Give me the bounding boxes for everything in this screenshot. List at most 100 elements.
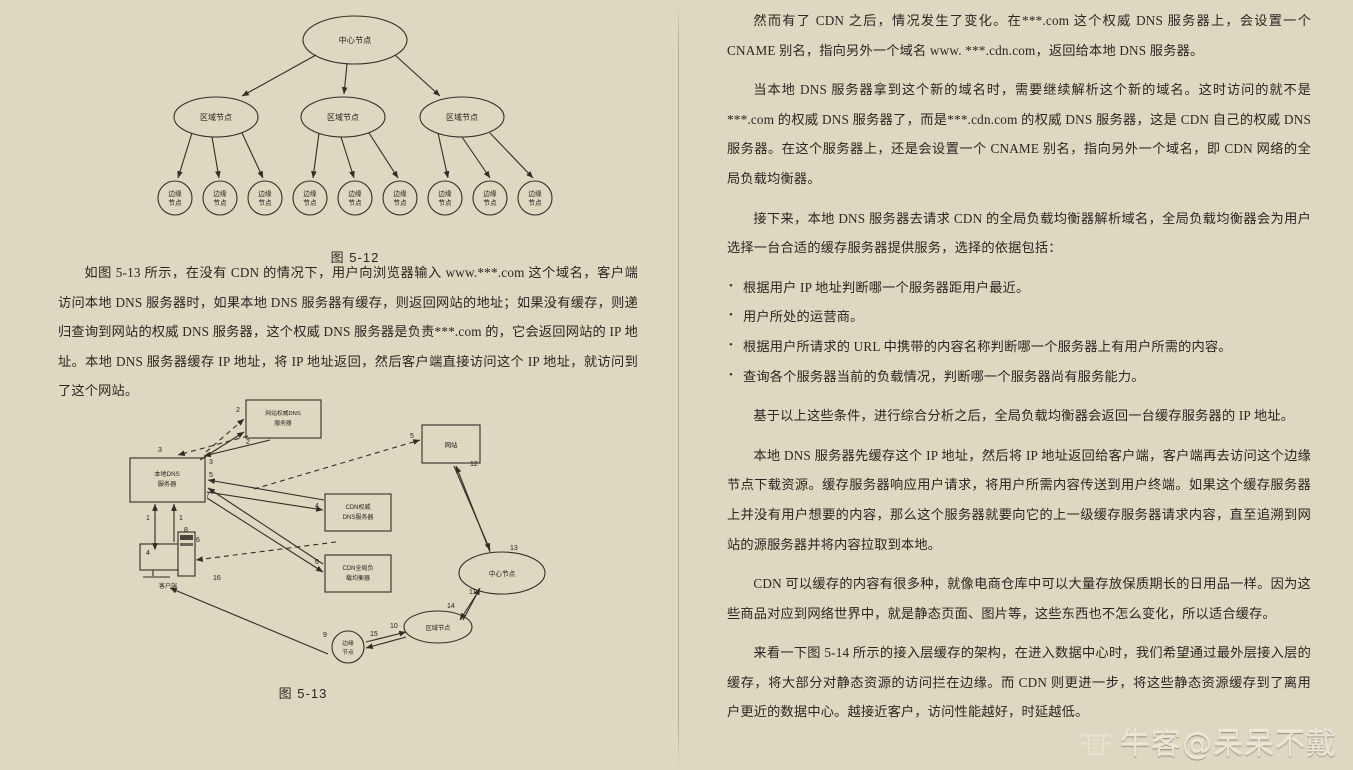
node-edge-13-label-2: 节点 [342,648,354,656]
svg-text:13: 13 [510,545,518,552]
svg-text:14: 14 [447,603,455,610]
node-edge-1-label-1: 边缘 [168,189,182,198]
right-paragraph-5: 本地 DNS 服务器先缓存这个 IP 地址，然后将 IP 地址返回给客户端，客户… [727,447,1311,552]
node-edge-4-label-2: 节点 [303,199,317,207]
node-edge-5-label-2: 节点 [348,199,362,207]
svg-text:16: 16 [213,575,221,582]
figure-5-13-caption: 图 5-13 [278,686,328,701]
node-region-1-label: 区域节点 [200,112,232,122]
figure-5-12: 中心节点 区域节点 区域节点 区域节点 [150,2,560,265]
node-cdn-auth-dns-label-1: CDN权威 [346,503,371,511]
node-local-dns [129,457,206,503]
node-region-2 [300,96,386,138]
figure-5-13-arrows [152,418,491,655]
svg-text:3: 3 [209,459,213,466]
list-item: 根据用户所请求的 URL 中携带的内容名称判断哪一个服务器上有用户所需的内容。 [727,331,1311,362]
left-page-paragraph-block: 如图 5-13 所示，在没有 CDN 的情况下，用户向浏览器输入 www.***… [58,258,638,416]
node-edge-4 [292,180,328,216]
selection-criteria-list: 根据用户 IP 地址判断哪一个服务器距用户最近。 用户所处的运营商。 根据用户所… [727,272,1311,392]
node-cdn-glb-label-1: CDN全局负 [343,564,374,572]
node-edge-1 [157,180,193,216]
list-item: 用户所处的运营商。 [727,301,1311,332]
svg-text:8: 8 [184,527,188,534]
svg-text:5: 5 [410,433,414,440]
svg-text:1: 1 [179,515,183,522]
figure-5-13: 网站权威DNS 服务器 本地DNS 服务器 客户端 CDN权威 [18,392,638,712]
node-edge-9-label-1: 边缘 [528,189,542,198]
node-edge-7-label-1: 边缘 [438,189,452,198]
node-edge-6-label-2: 节点 [393,199,407,207]
node-site-auth-dns-label-2: 服务器 [274,419,292,427]
svg-text:3: 3 [158,447,162,454]
edge-nodes-group [157,180,553,216]
edge-center-region-2 [341,63,348,95]
svg-text:4: 4 [315,503,319,510]
node-site-auth-dns-label-1: 网站权威DNS [265,409,301,417]
right-paragraph-1: 然而有了 CDN 之后，情况发生了变化。在***.com 这个权威 DNS 服务… [727,13,1311,58]
node-center-13 [458,551,546,595]
svg-text:2: 2 [246,439,250,446]
svg-text:7: 7 [206,492,210,499]
svg-text:11: 11 [469,589,476,596]
right-paragraph-7: 来看一下图 5-14 所示的接入层缓存的架构，在进入数据中心时，我们希望通过最外… [727,645,1311,720]
svg-text:6: 6 [315,559,319,566]
right-page-text-block: 然而有了 CDN 之后，情况发生了变化。在***.com 这个权威 DNS 服务… [727,6,1311,737]
svg-text:12: 12 [470,461,478,468]
svg-text:4: 4 [146,550,150,557]
node-edge-2-label-1: 边缘 [213,189,227,198]
node-edge-3-label-2: 节点 [258,199,272,207]
node-edge-2-label-2: 节点 [213,199,227,207]
node-local-dns-label-1: 本地DNS [154,470,179,478]
node-center-label: 中心节点 [339,35,372,45]
node-edge-8-label-1: 边缘 [483,189,497,198]
node-edge-1-label-2: 节点 [168,199,182,207]
node-edge-9-label-2: 节点 [528,199,542,207]
node-client [139,531,196,578]
edge-center-region-1 [241,54,317,97]
node-edge-13-label-1: 边缘 [342,639,354,647]
node-cdn-auth-dns-label-2: DNS服务器 [343,513,374,521]
node-edge-5-label-1: 边缘 [348,189,362,198]
list-item: 查询各个服务器当前的负载情况，判断哪一个服务器尚有服务能力。 [727,361,1311,392]
right-page-column: 然而有了 CDN 之后，情况发生了变化。在***.com 这个权威 DNS 服务… [679,0,1353,770]
svg-text:15: 15 [370,631,378,638]
node-center-13-label: 中心节点 [489,569,516,578]
node-client-label: 客户端 [159,582,177,590]
node-local-dns-label-2: 服务器 [158,480,177,488]
node-edge-7-label-2: 节点 [438,199,452,207]
svg-text:9: 9 [323,632,327,639]
node-region-3-label: 区域节点 [446,112,478,122]
right-paragraph-6: CDN 可以缓存的内容有很多种，就像电商仓库中可以大量存放保质期长的日用品一样。… [727,576,1311,621]
left-page-paragraph: 如图 5-13 所示，在没有 CDN 的情况下，用户向浏览器输入 www.***… [58,265,638,399]
left-page-column: 中心节点 区域节点 区域节点 区域节点 [18,2,638,712]
node-edge-8-label-2: 节点 [483,199,497,207]
node-region-13-label: 区域节点 [426,624,451,632]
node-edge-8 [472,180,508,216]
node-cdn-glb-label-2: 载均衡器 [346,574,370,582]
node-edge-3-label-1: 边缘 [258,189,272,198]
node-site-auth-dns [245,399,322,439]
node-center [302,15,408,65]
svg-text:5: 5 [209,472,213,479]
page-divider [678,0,679,770]
svg-text:6: 6 [196,537,200,544]
right-paragraph-2: 当本地 DNS 服务器拿到这个新的域名时，需要继续解析这个新的域名。这时访问的就… [727,82,1311,186]
edge-center-region-3 [394,54,441,97]
node-cdn-auth-dns [324,493,392,532]
right-paragraph-4: 基于以上这些条件，进行综合分析之后，全局负载均衡器会返回一台缓存服务器的 IP … [753,408,1295,424]
node-website-label: 网站 [445,440,458,449]
node-edge-2 [202,180,238,216]
svg-text:10: 10 [390,623,398,630]
node-edge-5 [337,180,373,216]
node-region-13 [403,610,473,644]
node-website [421,424,481,464]
figure-5-13-svg: 网站权威DNS 服务器 本地DNS 服务器 客户端 CDN权威 [129,399,546,664]
svg-text:2: 2 [236,407,240,414]
figure-5-12-svg: 中心节点 区域节点 区域节点 区域节点 [157,15,553,216]
node-region-2-label: 区域节点 [327,112,359,122]
node-region-1 [173,96,259,138]
figure-5-13-step-numbers: 1 1 2 2 3 3 4 4 5 5 6 6 7 8 9 10 11 [146,407,518,639]
node-cdn-glb [324,554,392,593]
node-edge-7 [427,180,463,216]
